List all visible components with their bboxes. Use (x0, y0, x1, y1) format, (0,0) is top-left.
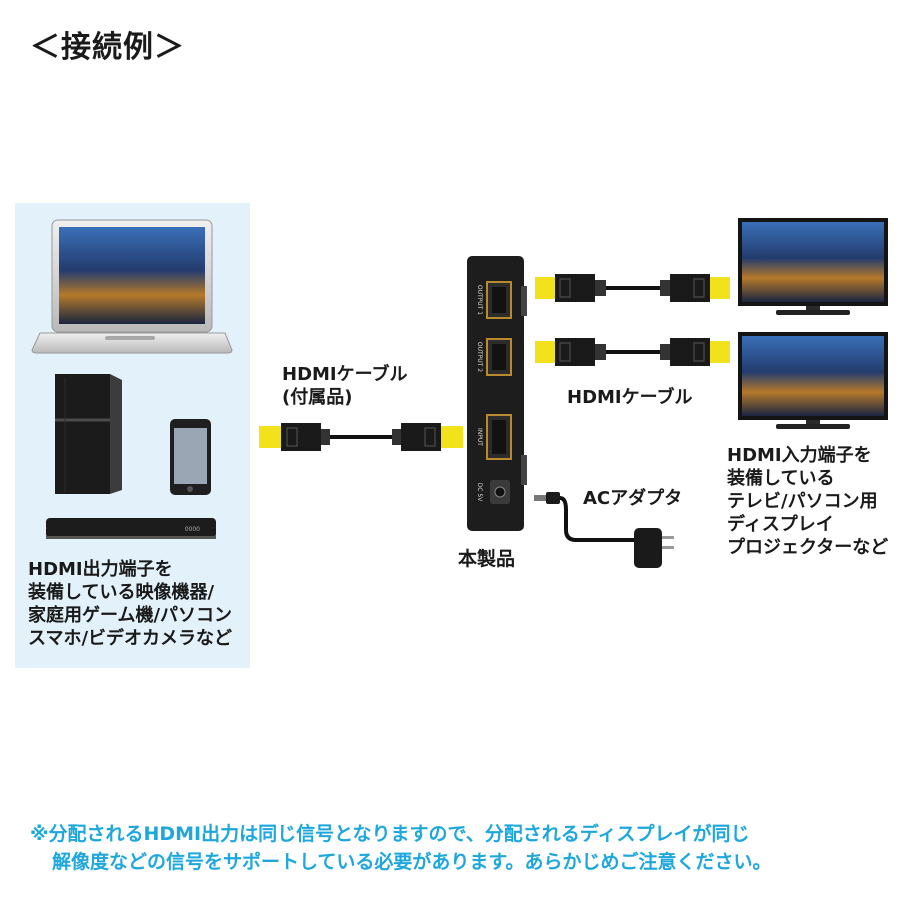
displays-description: HDMI入力端子を 装備している テレビ/パソコン用 ディスプレイ プロジェクタ… (727, 444, 888, 559)
source-desc-line: 装備している映像機器/ (28, 582, 215, 603)
footnote-line2: 解像度などの信号をサポートしている必要があります。あらかじめご注意ください。 (52, 851, 772, 873)
source-desc-line: 家庭用ゲーム機/パソコン (28, 605, 233, 626)
input-cable-label: HDMIケーブル (付属品) (282, 363, 408, 409)
port-label-output1: OUTPUT 1 (476, 285, 483, 315)
display-icon-2 (738, 332, 888, 429)
port-label-dc: DC 5V (476, 483, 483, 503)
output2-port (486, 338, 512, 376)
output1-port (486, 281, 512, 319)
input-hdmi-cable (259, 423, 463, 451)
input-cable-label-line1: HDMIケーブル (282, 364, 408, 385)
source-desc-line: HDMI出力端子を (28, 559, 173, 580)
recorder-label: 0000 (185, 526, 200, 533)
source-devices-description: HDMI出力端子を 装備している映像機器/ 家庭用ゲーム機/パソコン スマホ/ビ… (28, 558, 232, 650)
splitter-label: 本製品 (458, 548, 516, 570)
output-hdmi-cable-1 (535, 274, 730, 302)
page-title: ＜接続例＞ (30, 30, 185, 65)
splitter-unit: OUTPUT 1 OUTPUT 2 INPUT DC 5V (467, 256, 527, 531)
displays-desc-line: ディスプレイ (727, 514, 834, 535)
input-cable-label-line2: (付属品) (282, 387, 353, 408)
output-cable-label: HDMIケーブル (567, 387, 693, 408)
port-label-input: INPUT (476, 428, 483, 446)
source-desc-line: スマホ/ビデオカメラなど (28, 628, 233, 649)
dc-port (490, 480, 510, 504)
ac-adapter-label: ACアダプタ (583, 488, 683, 509)
display-icon-1 (738, 218, 888, 315)
game-console-icon (55, 374, 122, 494)
displays-desc-line: プロジェクターなど (727, 537, 889, 558)
displays-desc-line: 装備している (727, 468, 835, 489)
footnote: ※分配されるHDMI出力は同じ信号となりますので、分配されるディスプレイが同じ … (30, 820, 772, 876)
port-label-output2: OUTPUT 2 (476, 342, 483, 372)
displays-desc-line: テレビ/パソコン用 (727, 491, 878, 512)
input-port (486, 414, 512, 460)
ac-adapter-icon (534, 492, 674, 568)
displays-desc-line: HDMI入力端子を (727, 445, 872, 466)
recorder-icon: 0000 (46, 518, 216, 539)
footnote-line1: ※分配されるHDMI出力は同じ信号となりますので、分配されるディスプレイが同じ (30, 823, 750, 845)
laptop-icon (31, 219, 233, 354)
smartphone-icon (170, 419, 211, 495)
output-hdmi-cable-2 (535, 338, 730, 366)
